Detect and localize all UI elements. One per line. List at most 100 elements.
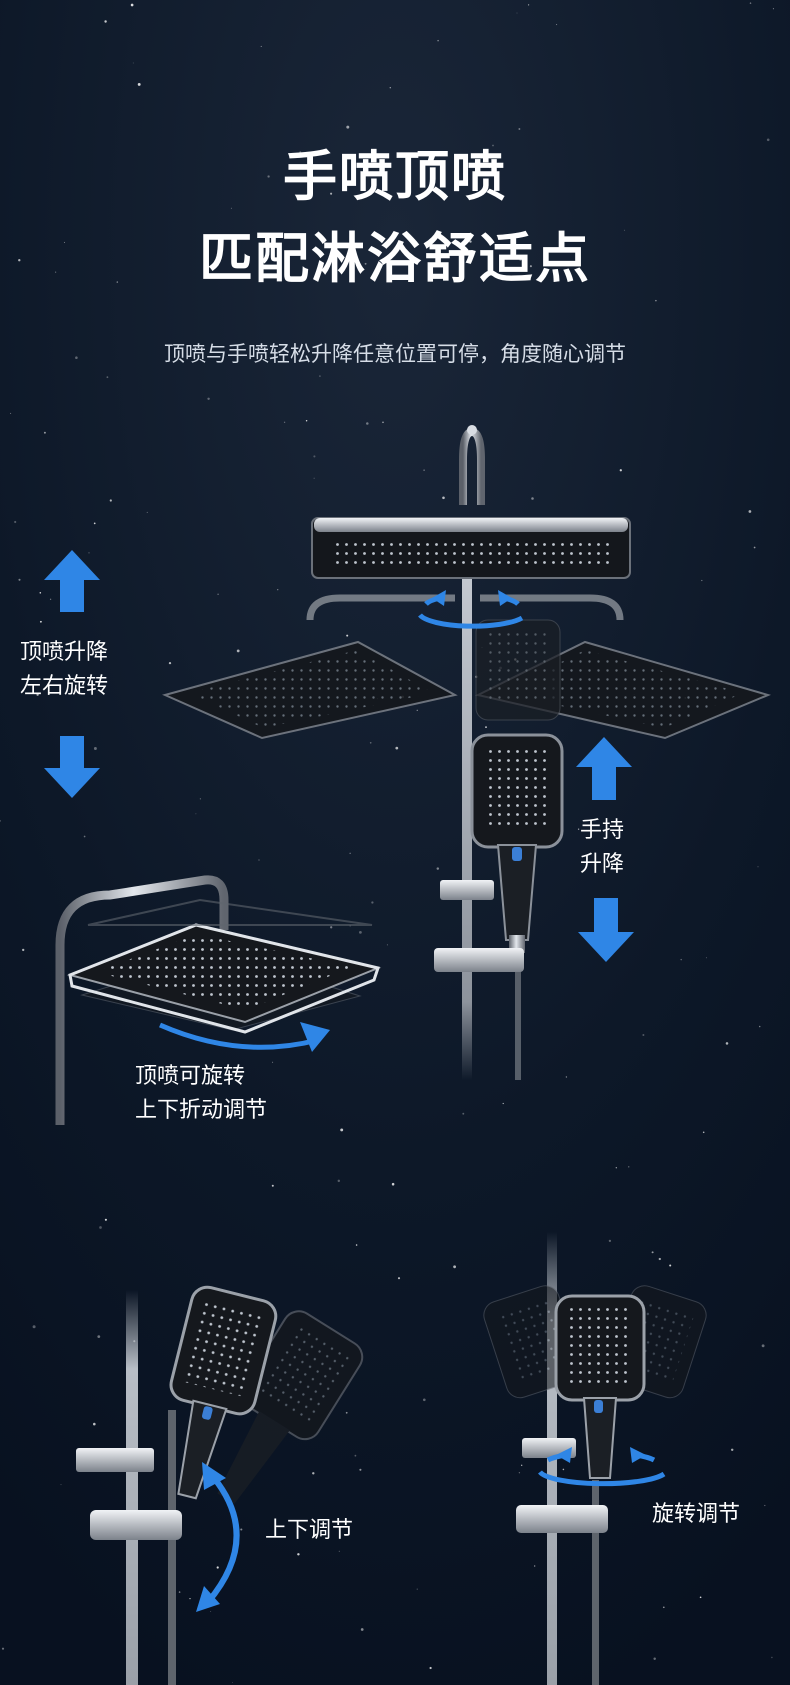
star [146, 511, 148, 513]
star [349, 852, 351, 854]
star [75, 356, 78, 359]
star [144, 1107, 146, 1109]
star [391, 1182, 395, 1186]
star [330, 192, 333, 195]
star [132, 62, 134, 64]
star [32, 1325, 36, 1329]
label-hand-lift: 手持 升降 [580, 818, 625, 877]
star [502, 1102, 504, 1105]
star [429, 1666, 432, 1670]
label-rotate-adjust: 旋转调节 [652, 1502, 741, 1527]
star [753, 546, 756, 549]
star [371, 901, 374, 904]
star [615, 1167, 617, 1169]
slider-seat [434, 948, 524, 972]
top-rain-head [311, 517, 631, 579]
star [436, 867, 440, 870]
star [60, 1484, 62, 1486]
star [469, 240, 472, 243]
star [757, 866, 759, 868]
star [577, 828, 580, 830]
star [565, 1076, 568, 1078]
star [10, 412, 12, 414]
star [0, 820, 1, 822]
star [453, 1265, 456, 1269]
star [345, 1411, 348, 1414]
star [764, 1504, 766, 1507]
star [217, 593, 219, 595]
star [642, 1034, 645, 1036]
label-up-down: 上下调节 [265, 1518, 354, 1543]
star [99, 1226, 102, 1229]
star [88, 552, 90, 554]
tilt-arrow [158, 1022, 319, 1050]
star [232, 1682, 234, 1684]
hand-holder [440, 880, 494, 900]
label-top-rotate: 顶喷可旋转 上下折动调节 [135, 1064, 268, 1123]
star [534, 1565, 536, 1567]
star [498, 245, 502, 249]
star [730, 1448, 734, 1452]
star [271, 1184, 274, 1187]
star [109, 499, 112, 502]
star [578, 269, 580, 271]
star [39, 620, 42, 623]
star [519, 258, 522, 261]
star [63, 241, 66, 243]
lift-arrow-right-up [576, 737, 632, 800]
star [442, 496, 445, 500]
star [653, 1657, 656, 1661]
star [485, 726, 487, 729]
star [39, 592, 42, 594]
star [299, 151, 302, 154]
star [651, 1251, 654, 1254]
page-title-line1: 手喷顶喷 [283, 145, 507, 208]
star [240, 1528, 243, 1531]
star [319, 375, 321, 377]
handheld-shower [470, 733, 564, 953]
star [116, 281, 119, 283]
star [758, 1025, 761, 1028]
star [340, 1128, 344, 1132]
star [397, 1277, 401, 1280]
star [36, 693, 39, 696]
page-title-line2: 匹配淋浴舒适点 [199, 227, 591, 290]
handheld-up-down-illustration [76, 1285, 364, 1685]
star [354, 1454, 357, 1457]
star [359, 1468, 362, 1471]
star [104, 1218, 107, 1221]
star [104, 20, 107, 23]
star [236, 649, 240, 653]
star [178, 1591, 181, 1593]
star [130, 3, 134, 7]
star [93, 1422, 96, 1426]
star [18, 259, 21, 262]
star [518, 128, 521, 130]
star [360, 1628, 364, 1631]
star [359, 931, 362, 934]
star [702, 1131, 705, 1134]
main-pole [462, 560, 472, 1080]
star [386, 944, 388, 946]
star [305, 419, 308, 422]
star [260, 45, 262, 47]
star [669, 1264, 672, 1267]
star [749, 2, 752, 4]
lift-arrow-left-down [44, 736, 100, 798]
star [416, 709, 418, 711]
star [313, 455, 316, 458]
star [529, 265, 532, 268]
star [518, 1472, 521, 1474]
star [346, 634, 349, 637]
star [382, 421, 384, 424]
star [489, 167, 490, 169]
star [14, 520, 17, 524]
top-head-left-position [162, 594, 458, 740]
star [338, 1550, 340, 1552]
star [312, 1472, 315, 1475]
star [207, 397, 210, 401]
star [527, 4, 530, 6]
star [18, 578, 21, 581]
star [531, 497, 534, 500]
